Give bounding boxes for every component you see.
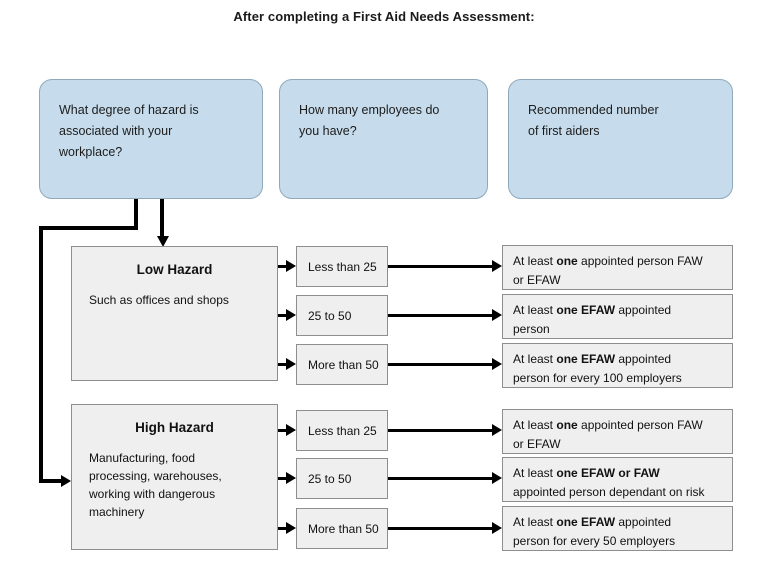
rec-line-2: appointed person dependant on risk: [513, 485, 705, 499]
rec-post: appointed person FAW: [577, 418, 703, 432]
arrow-into-high-rec-3: [492, 522, 502, 534]
arrow-into-low-rec-3: [492, 358, 502, 370]
rec-bold: one EFAW: [556, 352, 616, 366]
count-box-high-3: More than 50: [296, 508, 388, 549]
connector-to-low-hazard-vertical: [160, 199, 164, 237]
header-line-1: What degree of hazard is: [59, 103, 199, 117]
hazard-title: High Hazard: [135, 420, 214, 435]
connector-high-to-count-2: [278, 477, 288, 480]
arrow-into-high-rec-2: [492, 472, 502, 484]
rec-line-2: person for every 100 employers: [513, 371, 682, 385]
connector-low-count-1-to-rec: [388, 265, 494, 268]
rec-post: appointed person FAW: [577, 254, 703, 268]
count-label: 25 to 50: [308, 308, 352, 323]
arrow-into-high-count-1: [286, 424, 296, 436]
recommendation-box-high-3: At least one EFAW appointed person for e…: [502, 506, 733, 551]
arrow-into-high-count-2: [286, 472, 296, 484]
rec-pre: At least: [513, 418, 557, 432]
hazard-box-high: High Hazard Manufacturing, food processi…: [71, 404, 278, 550]
header-line-1: Recommended number: [528, 103, 659, 117]
connector-low-to-count-3: [278, 363, 288, 366]
arrow-into-high-count-3: [286, 522, 296, 534]
rec-pre: At least: [513, 515, 557, 529]
count-box-high-2: 25 to 50: [296, 458, 388, 499]
connector-high-count-1-to-rec: [388, 429, 494, 432]
arrow-into-low-hazard: [157, 236, 169, 247]
connector-low-count-3-to-rec: [388, 363, 494, 366]
page-title: After completing a First Aid Needs Asses…: [233, 9, 535, 24]
connector-branch-stub-vertical: [134, 199, 138, 230]
rec-post: appointed: [615, 515, 672, 529]
count-label: Less than 25: [308, 423, 377, 438]
count-label: More than 50: [308, 521, 379, 536]
header-line-2: you have?: [299, 124, 357, 138]
hazard-box-low: Low Hazard Such as offices and shops: [71, 246, 278, 381]
header-line-3: workplace?: [59, 145, 123, 159]
header-box-recommended-number: Recommended number of first aiders: [508, 79, 733, 199]
header-line-2: associated with your: [59, 124, 173, 138]
rec-line-2: or EFAW: [513, 273, 561, 287]
header-box-hazard-question: What degree of hazard is associated with…: [39, 79, 263, 199]
arrow-into-low-rec-2: [492, 309, 502, 321]
hazard-description: Such as offices and shops: [89, 293, 229, 307]
rec-line-2: person for every 50 employers: [513, 534, 676, 548]
header-box-employees-question: How many employees do you have?: [279, 79, 488, 199]
rec-post: appointed: [615, 303, 672, 317]
connector-low-count-2-to-rec: [388, 314, 494, 317]
connector-low-to-count-2: [278, 314, 288, 317]
rec-bold: one EFAW: [556, 303, 616, 317]
recommendation-box-low-3: At least one EFAW appointed person for e…: [502, 343, 733, 388]
rec-pre: At least: [513, 254, 557, 268]
recommendation-box-high-2: At least one EFAW or FAW appointed perso…: [502, 457, 733, 502]
rec-line-2: person: [513, 322, 550, 336]
connector-high-to-count-3: [278, 527, 288, 530]
count-box-high-1: Less than 25: [296, 410, 388, 451]
connector-high-count-2-to-rec: [388, 477, 494, 480]
header-line-1: How many employees do: [299, 103, 440, 117]
rec-pre: At least: [513, 466, 557, 480]
recommendation-box-low-2: At least one EFAW appointed person: [502, 294, 733, 339]
count-label: Less than 25: [308, 259, 377, 274]
connector-high-count-3-to-rec: [388, 527, 494, 530]
rec-pre: At least: [513, 303, 557, 317]
connector-low-to-count-1: [278, 265, 288, 268]
count-box-low-1: Less than 25: [296, 246, 388, 287]
rec-post: appointed: [615, 352, 672, 366]
count-label: 25 to 50: [308, 471, 352, 486]
header-line-2: of first aiders: [528, 124, 600, 138]
rec-bold: one EFAW or FAW: [556, 466, 660, 480]
rec-bold: one: [556, 418, 578, 432]
arrow-into-high-rec-1: [492, 424, 502, 436]
arrow-into-high-hazard: [61, 475, 71, 487]
arrow-into-low-rec-1: [492, 260, 502, 272]
connector-branch-horizontal-top: [39, 226, 138, 230]
count-label: More than 50: [308, 357, 379, 372]
recommendation-box-high-1: At least one appointed person FAW or EFA…: [502, 409, 733, 454]
rec-bold: one: [556, 254, 578, 268]
arrow-into-low-count-3: [286, 358, 296, 370]
hazard-title: Low Hazard: [136, 262, 213, 277]
rec-line-2: or EFAW: [513, 437, 561, 451]
connector-branch-vertical-left: [39, 226, 43, 483]
rec-bold: one EFAW: [556, 515, 616, 529]
count-box-low-3: More than 50: [296, 344, 388, 385]
rec-pre: At least: [513, 352, 557, 366]
arrow-into-low-count-2: [286, 309, 296, 321]
arrow-into-low-count-1: [286, 260, 296, 272]
recommendation-box-low-1: At least one appointed person FAW or EFA…: [502, 245, 733, 290]
count-box-low-2: 25 to 50: [296, 295, 388, 336]
hazard-description: Manufacturing, food processing, warehous…: [89, 451, 222, 519]
connector-high-to-count-1: [278, 429, 288, 432]
connector-branch-horizontal-bottom: [39, 479, 65, 483]
